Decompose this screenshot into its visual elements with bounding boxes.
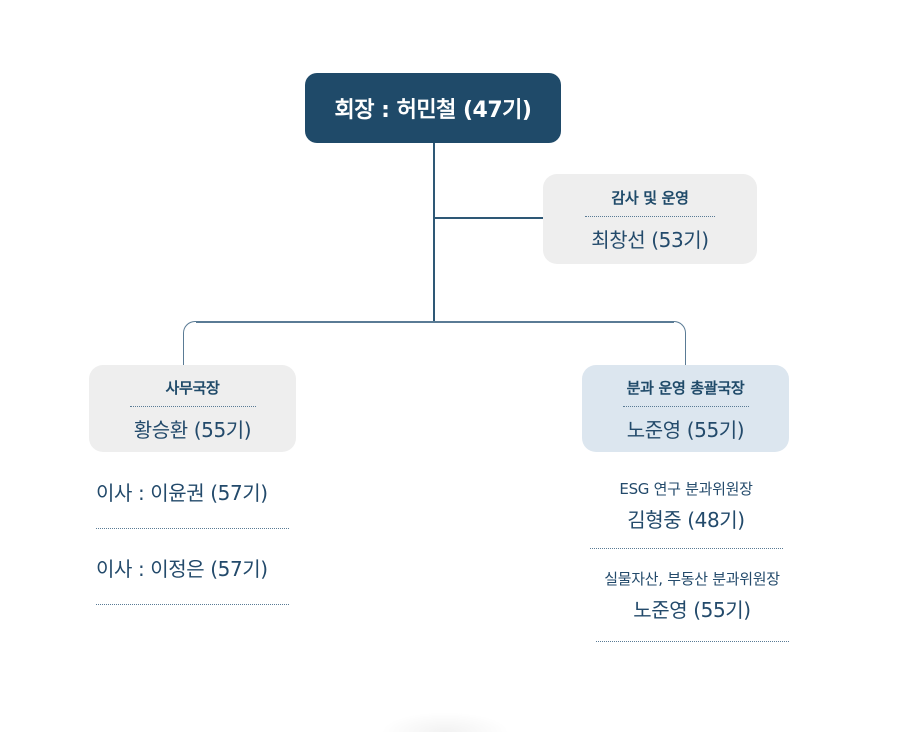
office-member-separator xyxy=(96,528,289,529)
connector-branch-horizontal xyxy=(196,321,674,323)
committee-separator xyxy=(566,548,806,549)
division-card: 분과 운영 총괄국장 노준영 (55기) xyxy=(582,365,789,452)
connector-audit-horizontal xyxy=(434,217,543,219)
office-member-separator xyxy=(96,604,289,605)
division-role: 분과 운영 총괄국장 xyxy=(626,379,745,397)
committee-item: 실물자산, 부동산 분과위원장 노준영 (55기) xyxy=(572,568,812,623)
audit-role: 감사 및 운영 xyxy=(611,189,689,207)
audit-name: 최창선 (53기) xyxy=(591,228,709,252)
office-member-list-2: 이사 : 이정은 (57기) xyxy=(96,553,289,582)
committee-item: ESG 연구 분과위원장 김형중 (48기) xyxy=(566,478,806,533)
division-divider xyxy=(622,406,749,407)
decorative-shadow xyxy=(380,712,510,732)
connector-right-branch xyxy=(672,321,686,365)
audit-divider xyxy=(585,216,715,217)
office-name: 황승환 (55기) xyxy=(133,418,252,442)
office-divider xyxy=(129,406,256,407)
division-name: 노준영 (55기) xyxy=(626,418,745,442)
connector-left-branch xyxy=(183,321,197,365)
president-label: 회장 : 허민철 (47기) xyxy=(334,98,532,123)
connector-top-vertical xyxy=(433,143,435,322)
office-card: 사무국장 황승환 (55기) xyxy=(89,365,296,452)
committee-name: 노준영 (55기) xyxy=(633,598,751,622)
president-node: 회장 : 허민철 (47기) xyxy=(305,73,561,143)
office-member: 이사 : 이윤권 (57기) xyxy=(96,481,268,505)
audit-card: 감사 및 운영 최창선 (53기) xyxy=(543,174,757,264)
committee-title: ESG 연구 분과위원장 xyxy=(619,480,753,498)
office-role: 사무국장 xyxy=(165,379,220,397)
committee-name: 김형중 (48기) xyxy=(627,508,745,532)
committee-separator xyxy=(572,641,812,642)
committee-title: 실물자산, 부동산 분과위원장 xyxy=(604,570,780,588)
office-member-list: 이사 : 이윤권 (57기) xyxy=(96,477,289,506)
office-member: 이사 : 이정은 (57기) xyxy=(96,557,268,581)
